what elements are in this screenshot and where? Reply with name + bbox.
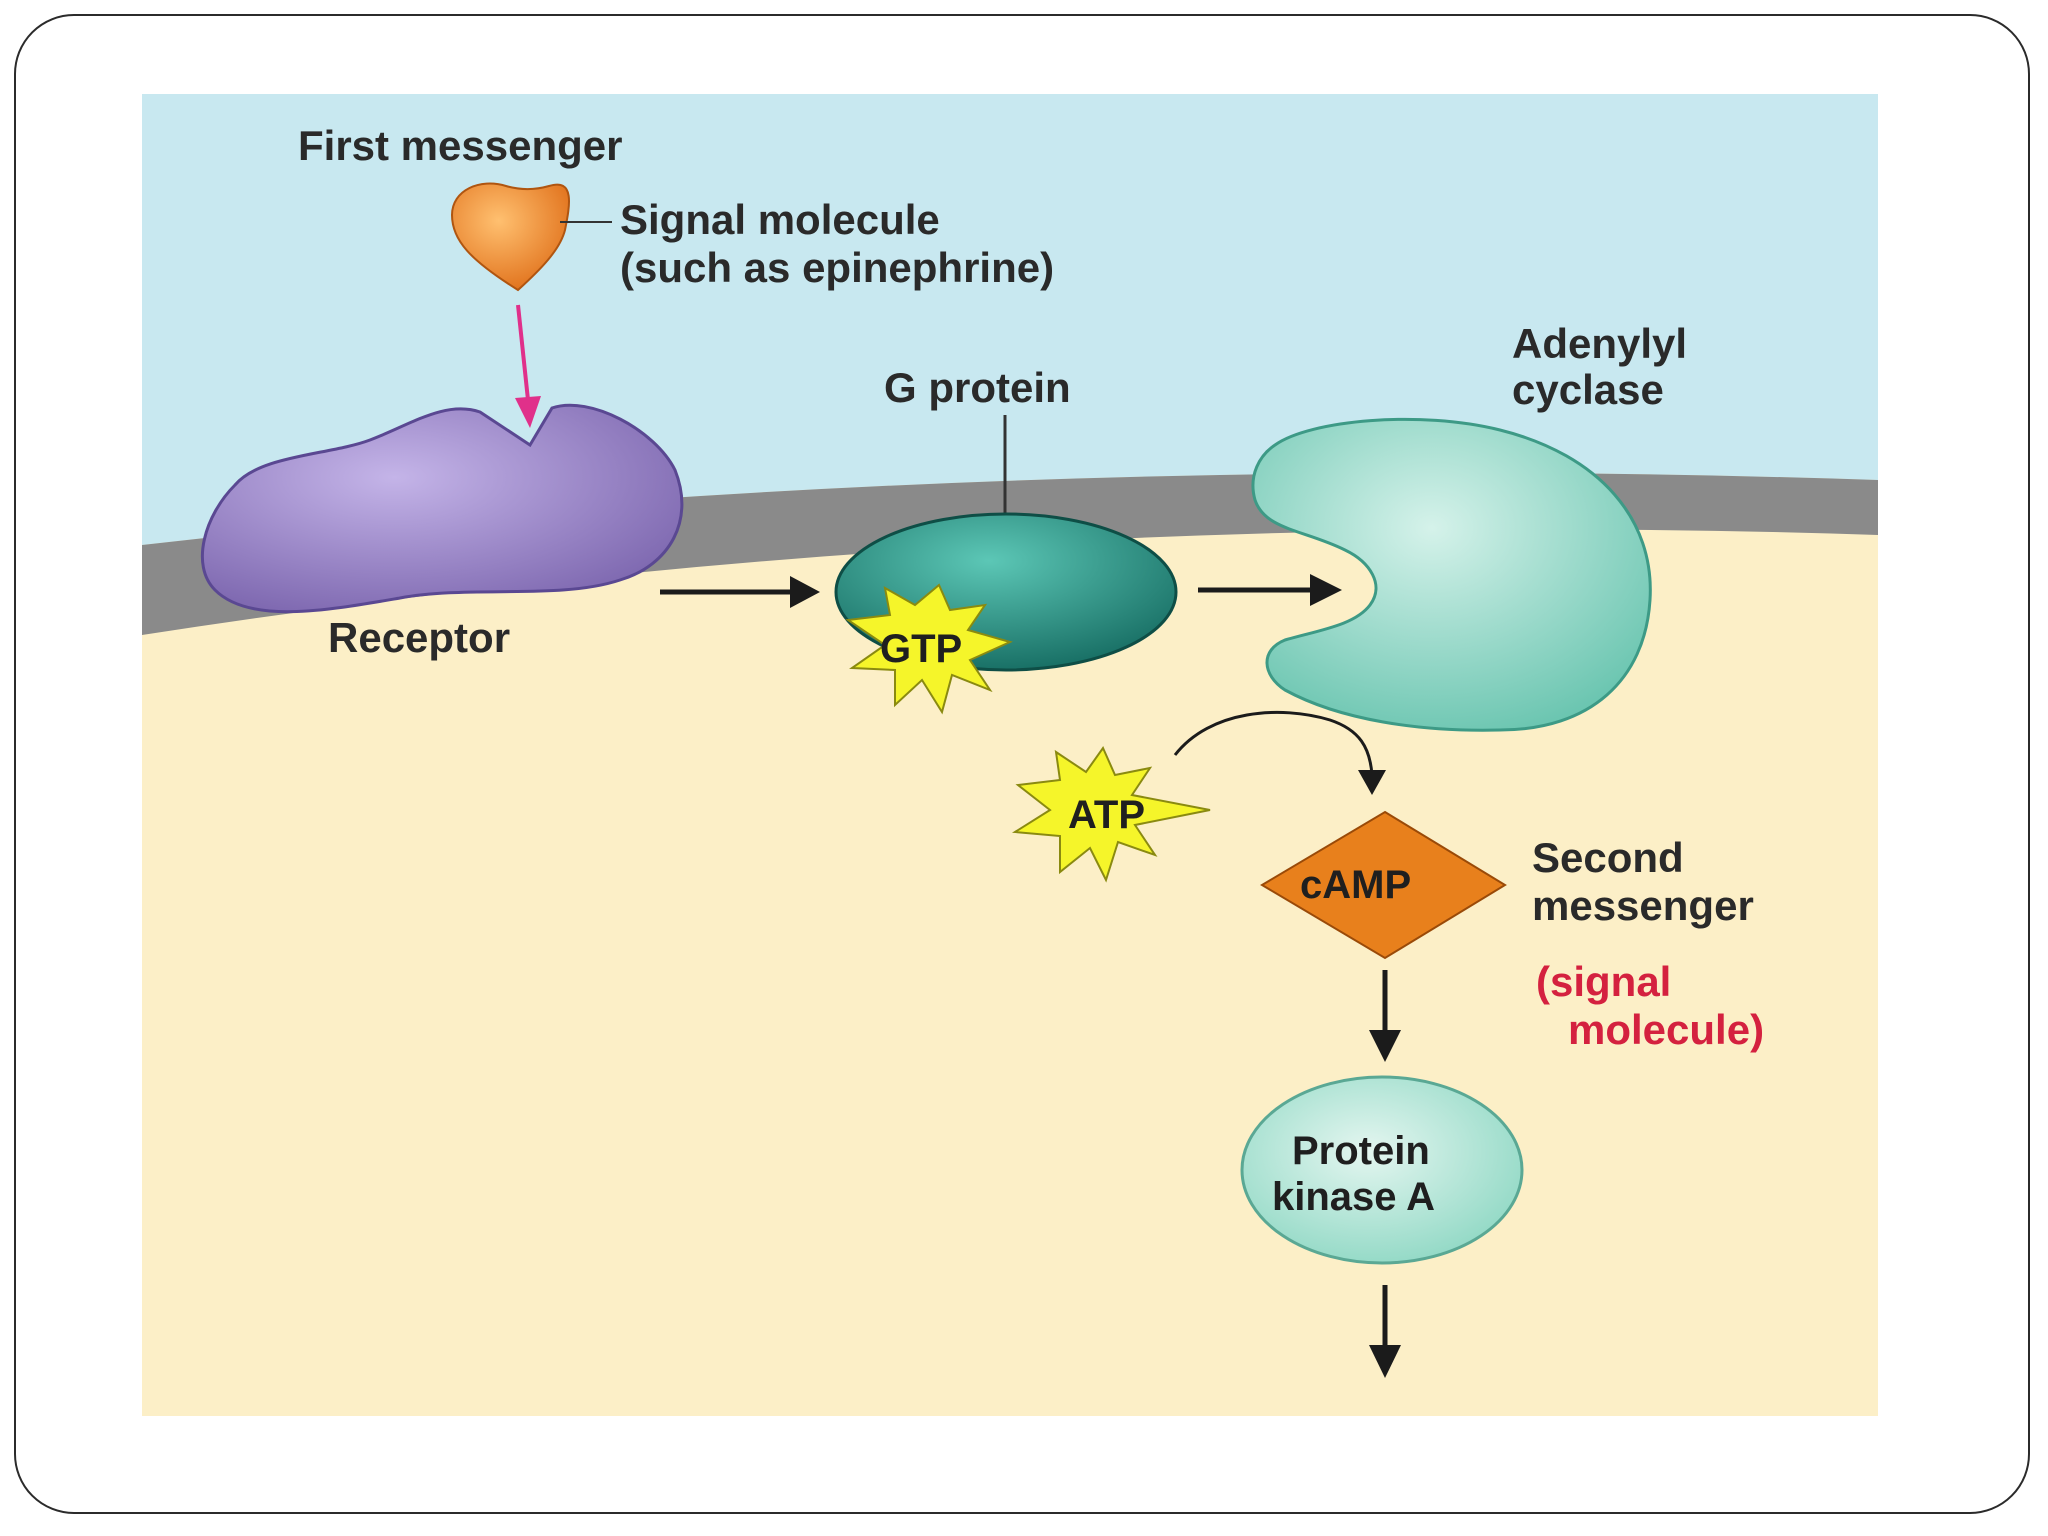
signal-molecule-note-2: molecule) — [1568, 1006, 1764, 1053]
g-protein-label: G protein — [884, 364, 1071, 411]
camp-label: cAMP — [1300, 863, 1411, 907]
signal-molecule-drop — [450, 182, 570, 292]
arrowhead-4 — [1369, 1345, 1401, 1378]
gtp-star — [845, 583, 1013, 715]
pka-label-1: Protein — [1292, 1129, 1430, 1173]
adenylyl-cyclase — [1251, 417, 1652, 732]
atp-label: ATP — [1068, 793, 1145, 837]
second-messenger-label-2: messenger — [1532, 882, 1754, 929]
signal-molecule-label-2: (such as epinephrine) — [620, 244, 1054, 291]
adenylyl-label-2: cyclase — [1512, 366, 1664, 413]
receptor-label: Receptor — [328, 614, 510, 661]
adenylyl-label-1: Adenylyl — [1512, 320, 1687, 367]
camp-diamond — [1260, 810, 1507, 960]
protein-kinase-a — [1240, 1075, 1524, 1265]
arrowhead-2 — [1310, 574, 1342, 606]
curved-arrowhead — [1358, 770, 1386, 795]
first-messenger-label: First messenger — [298, 122, 622, 169]
arrowhead-3 — [1369, 1030, 1401, 1062]
second-messenger-label-1: Second — [1532, 834, 1684, 881]
pink-arrow-head — [515, 396, 541, 428]
signal-molecule-note-1: (signal — [1536, 958, 1671, 1005]
receptor — [200, 403, 684, 614]
signal-molecule-label-1: Signal molecule — [620, 196, 940, 243]
curved-arrow-atp-to-camp — [1173, 710, 1374, 776]
pink-arrow-shaft — [516, 304, 530, 401]
gtp-label: GTP — [880, 627, 962, 671]
arrowhead-1 — [790, 576, 820, 608]
pka-label-2: kinase A — [1272, 1175, 1435, 1219]
atp-star — [1011, 745, 1211, 883]
